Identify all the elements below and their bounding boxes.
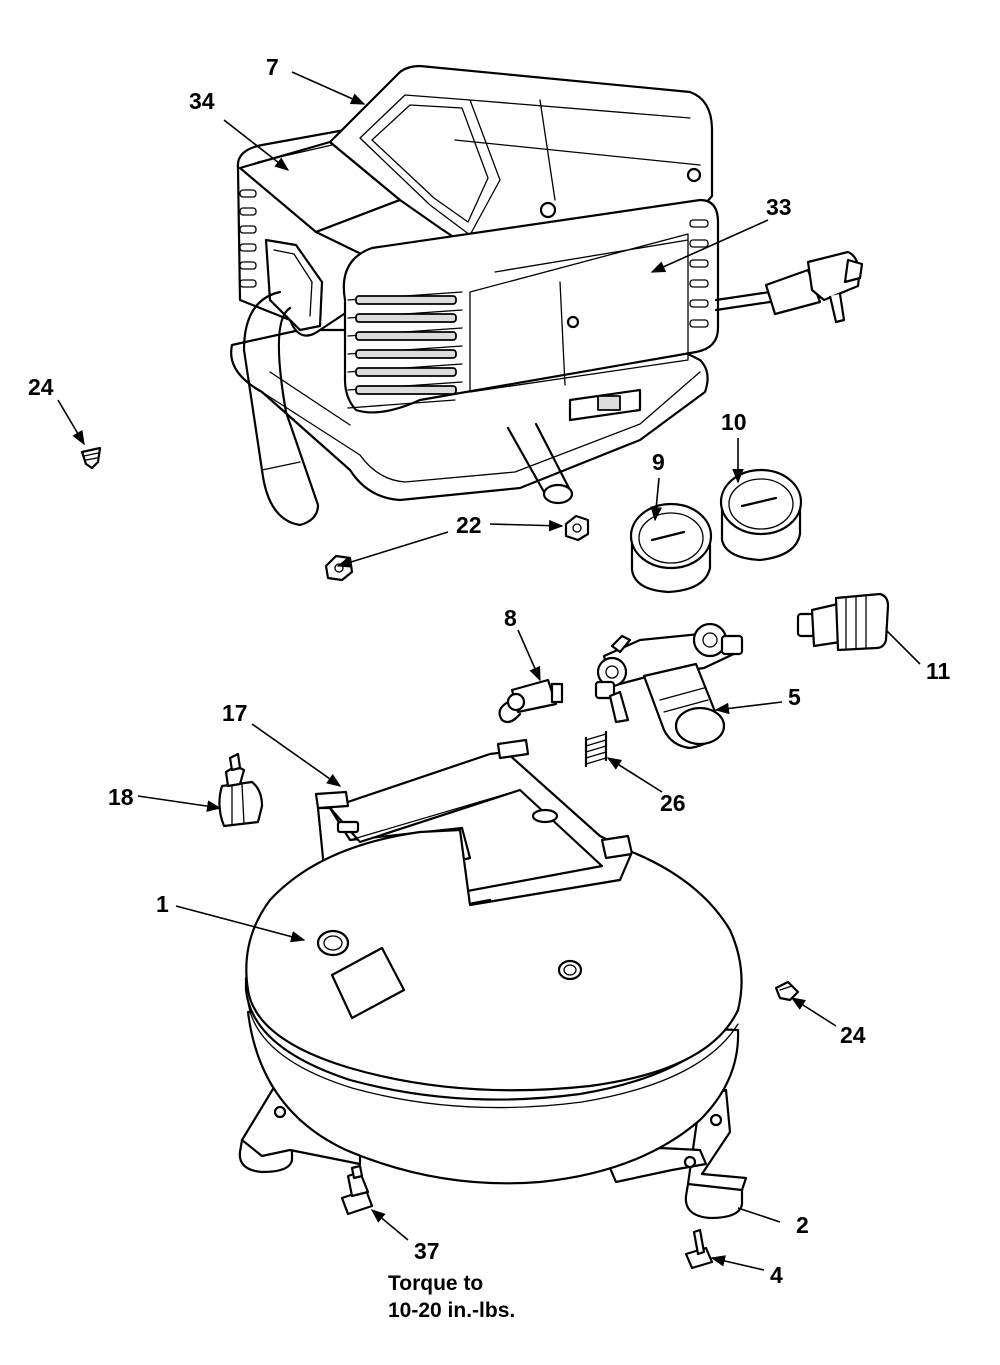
shroud-assembly (230, 64, 864, 527)
callout-34: 34 (189, 88, 215, 114)
bolt-4 (684, 1228, 714, 1270)
callout-2: 2 (796, 1212, 809, 1238)
callout-24-top: 24 (28, 374, 54, 400)
callout-11: 11 (926, 658, 951, 684)
callout-24-right: 24 (840, 1022, 866, 1048)
callout-8: 8 (504, 605, 517, 631)
callout-4: 4 (770, 1262, 783, 1288)
callout-18: 18 (108, 784, 134, 810)
torque-note-line2: 10-20 in.-lbs. (388, 1299, 516, 1323)
screw-24-right (774, 980, 800, 1002)
callout-22: 22 (456, 512, 482, 538)
torque-note: Torque to 10-20 in.-lbs. (388, 1270, 515, 1325)
callout-17: 17 (222, 700, 248, 726)
callout-26: 26 (660, 790, 686, 816)
safety-valve-8 (498, 678, 564, 724)
screw-24-top (80, 446, 102, 470)
coupler-11 (796, 592, 890, 652)
callout-7: 7 (266, 54, 279, 80)
torque-note-line1: Torque to (388, 1272, 484, 1295)
spring-26 (584, 730, 608, 768)
drain-valve-18 (218, 752, 264, 828)
leader-lines (57, 71, 921, 1271)
callout-1: 1 (156, 891, 169, 917)
callout-33: 33 (766, 194, 792, 220)
gauge-9 (629, 502, 713, 594)
fitting-37 (340, 1164, 374, 1216)
nut-22-right (564, 514, 590, 542)
callout-9: 9 (652, 449, 665, 475)
regulator-manifold-5 (594, 622, 744, 750)
callout-5: 5 (788, 684, 801, 710)
nut-22-left (324, 554, 354, 582)
callout-10: 10 (721, 409, 747, 435)
gauge-10 (719, 468, 803, 562)
tank-1 (238, 828, 748, 1220)
callout-37: 37 (414, 1238, 440, 1264)
